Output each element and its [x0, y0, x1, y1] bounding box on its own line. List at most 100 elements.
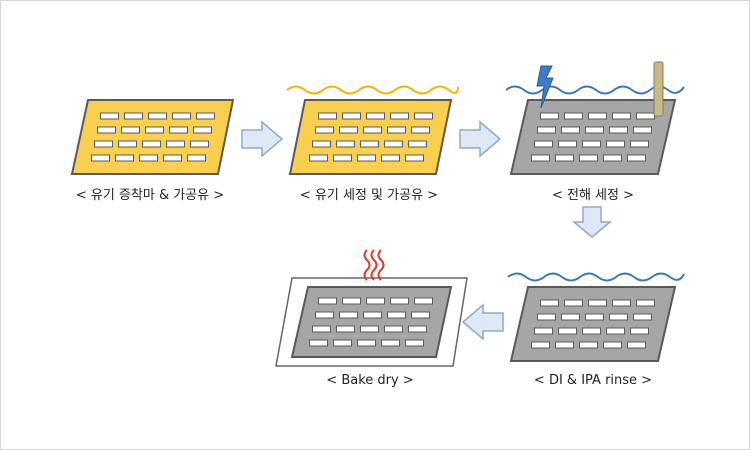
panel-slot [309, 339, 328, 347]
panel-slot [336, 140, 355, 148]
panel-slot [408, 325, 427, 333]
panel-slot [357, 339, 376, 347]
panel-slot [405, 154, 424, 162]
panel-slot [384, 140, 403, 148]
panel-slot [558, 327, 577, 335]
panel-slot [606, 140, 625, 148]
panel-slot [564, 112, 583, 120]
panel-slot [339, 311, 358, 319]
panel-slot [357, 154, 376, 162]
panel-slot [633, 313, 652, 321]
panel-slot [414, 112, 433, 120]
heat-waves-icon [363, 249, 385, 281]
electrode-rod-icon [653, 61, 664, 117]
panel-slot [118, 140, 137, 148]
block-arrow-icon [459, 120, 502, 158]
panel-2-body [288, 99, 453, 175]
panel-slot [312, 325, 331, 333]
panel-slot [363, 126, 382, 134]
step-3-caption: < 전해 세정 > [551, 188, 635, 203]
panel-slot [91, 154, 110, 162]
panel-slot [561, 126, 580, 134]
step-3-panel [505, 61, 685, 175]
panel-4-body [509, 286, 677, 362]
block-arrow-icon [571, 206, 613, 238]
panel-slot [405, 339, 424, 347]
panel-slot [558, 140, 577, 148]
panel-slot [315, 126, 334, 134]
panel-5-slots [309, 297, 433, 347]
panel-slot [585, 313, 604, 321]
blue-wave [507, 272, 685, 282]
block-arrow-icon [241, 120, 284, 158]
panel-slot [339, 126, 358, 134]
panel-slot [121, 126, 140, 134]
step-5-panel [275, 249, 468, 367]
panel-slot [381, 154, 400, 162]
panel-slot [612, 299, 631, 307]
panel-slot [366, 297, 385, 305]
panel-slot [381, 339, 400, 347]
panel-slot [606, 327, 625, 335]
panel-slot [588, 299, 607, 307]
step-2-panel [286, 85, 459, 175]
step-4-panel [507, 272, 685, 362]
panel-slot [582, 140, 601, 148]
panel-slot [579, 341, 598, 349]
panel-slot [537, 313, 556, 321]
panel-slot [561, 313, 580, 321]
step-1-panel [70, 99, 235, 175]
panel-slot [633, 126, 652, 134]
panel-slot [564, 299, 583, 307]
panel-slot [609, 313, 628, 321]
panel-slot [612, 112, 631, 120]
step-5-caption: < Bake dry > [326, 373, 414, 388]
panel-slot [100, 112, 119, 120]
panel-slot [384, 325, 403, 333]
panel-slot [312, 140, 331, 148]
panel-slot [360, 325, 379, 333]
panel-slot [193, 126, 212, 134]
panel-slot [336, 325, 355, 333]
block-arrow-icon [461, 303, 504, 341]
panel-slot [534, 327, 553, 335]
panel-3-slots [531, 112, 655, 162]
panel-slot [582, 327, 601, 335]
panel-slot [636, 299, 655, 307]
panel-slot [309, 154, 328, 162]
panel-slot [318, 112, 337, 120]
panel-slot [603, 154, 622, 162]
panel-slot [636, 112, 655, 120]
panel-2-slots [309, 112, 433, 162]
panel-slot [333, 339, 352, 347]
panel-slot [169, 126, 188, 134]
panel-slot [579, 154, 598, 162]
panel-slot [318, 297, 337, 305]
panel-slot [360, 140, 379, 148]
panel-slot [627, 341, 646, 349]
panel-slot [139, 154, 158, 162]
panel-slot [363, 311, 382, 319]
panel-slot [148, 112, 167, 120]
panel-slot [555, 154, 574, 162]
panel-slot [145, 126, 164, 134]
panel-slot [531, 341, 550, 349]
panel-slot [115, 154, 134, 162]
panel-slot [603, 341, 622, 349]
panel-slot [534, 140, 553, 148]
step-4-caption: < DI & IPA rinse > [533, 373, 653, 388]
panel-slot [540, 299, 559, 307]
panel-slot [342, 112, 361, 120]
panel-1-slots [91, 112, 215, 162]
panel-slot [387, 311, 406, 319]
lightning-icon [536, 65, 554, 109]
panel-slot [585, 126, 604, 134]
panel-slot [630, 327, 649, 335]
panel-slot [97, 126, 116, 134]
panel-slot [531, 154, 550, 162]
yellow-wave [286, 85, 459, 95]
panel-slot [540, 112, 559, 120]
panel-slot [163, 154, 182, 162]
panel-slot [333, 154, 352, 162]
